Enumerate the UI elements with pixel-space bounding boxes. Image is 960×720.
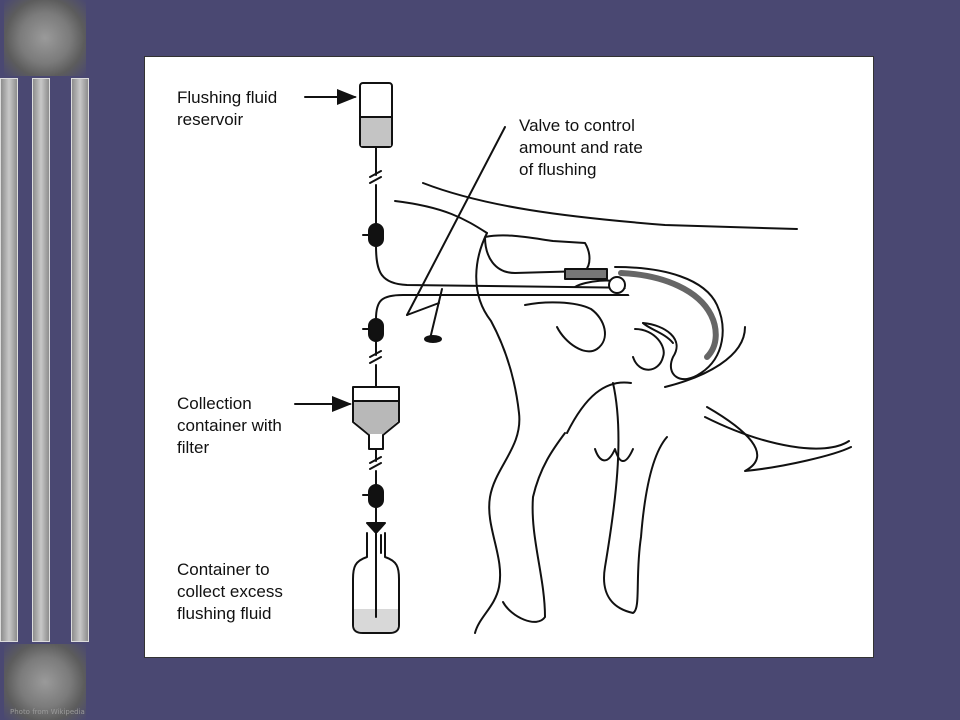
embryo-photo-icon xyxy=(4,0,86,76)
photo-credit: Photo from Wikipedia xyxy=(10,708,85,716)
clamp-icon xyxy=(368,318,384,342)
slide-sidebar: Photo from Wikipedia xyxy=(0,0,90,720)
label-excess: Container to collect excess flushing flu… xyxy=(177,560,283,623)
clamp-icon xyxy=(368,484,384,508)
sidebar-stripe xyxy=(32,78,50,642)
sidebar-stripe xyxy=(0,78,18,642)
reservoir-icon xyxy=(359,82,393,148)
collection-container-icon xyxy=(352,386,400,450)
label-valve: Valve to control amount and rate of flus… xyxy=(519,116,643,179)
diagram-panel: Flushing fluid reservoir Valve to contro… xyxy=(144,56,874,658)
embryo-photo-icon xyxy=(4,644,86,720)
flushing-diagram xyxy=(294,82,852,634)
cow-outline xyxy=(394,182,852,634)
label-reservoir: Flushing fluid reservoir xyxy=(177,88,278,129)
uterus-outline xyxy=(484,234,724,381)
valve-icon xyxy=(429,288,443,340)
excess-container-icon xyxy=(352,532,400,634)
label-collection: Collection container with filter xyxy=(177,394,282,457)
sidebar-stripe xyxy=(71,78,89,642)
clamp-icon xyxy=(368,223,384,247)
